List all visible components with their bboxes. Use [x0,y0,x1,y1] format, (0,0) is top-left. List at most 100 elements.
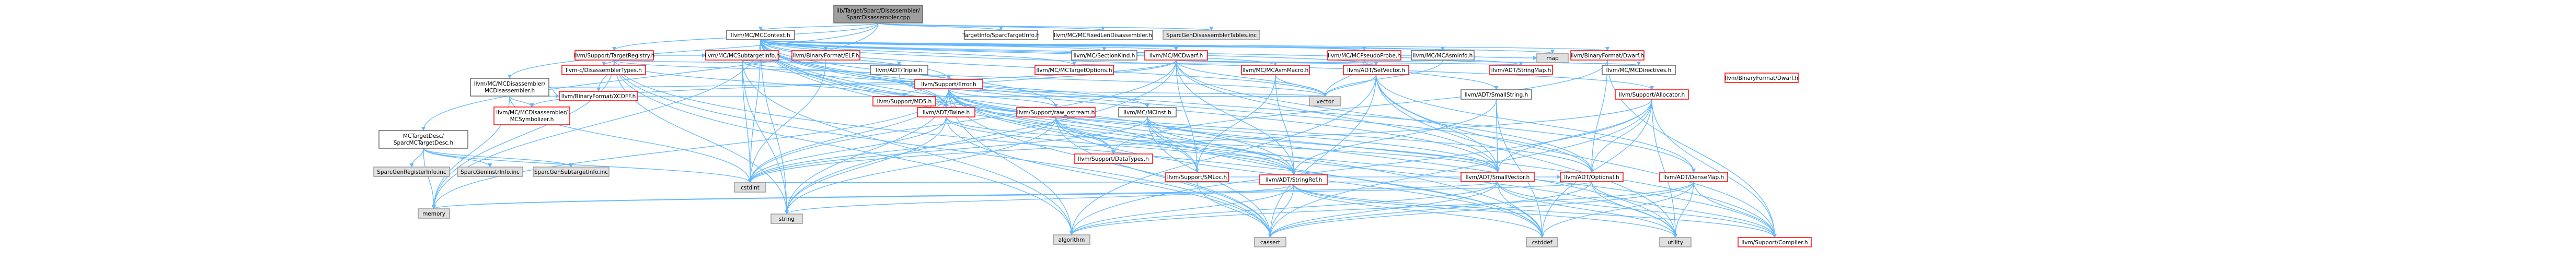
node-box [1309,96,1341,106]
node-adtstringmap[interactable]: llvm/ADT/StringMap.h [1489,65,1553,75]
node-box [870,65,928,75]
node-bindwarf[interactable]: llvm/BinaryFormat/Dwarf.h [1570,50,1644,61]
node-adttriple[interactable]: llvm/ADT/Triple.h [870,65,928,75]
edge-mcdisassembler-to-supporterror [548,82,915,88]
edge-mcdwarf-to-cstdint [748,60,1177,183]
edge-adtsetvector-to-smallvector [1375,74,1500,173]
node-supporterror[interactable]: llvm/Support/Error.h [914,79,983,89]
node-cstdint: cstdint [734,182,766,193]
node-label: llvm/ADT/StringRef.h [1266,177,1322,183]
node-stringref[interactable]: llvm/ADT/StringRef.h [1259,174,1328,185]
node-mcsubtarget[interactable]: llvm/MC/MCSubtargetInfo.h [705,50,780,61]
edge-smallvector-to-cstdint [750,179,1498,183]
node-mcasminfo[interactable]: llvm/MC/MCAsmInfo.h [1411,50,1475,61]
node-mccontext[interactable]: llvm/MC/MCContext.h [726,30,795,40]
node-label: llvm/ADT/Optional.h [1564,174,1619,181]
node-mcdirectives[interactable]: llvm/MC/MCDirectives.h [1602,65,1676,75]
edge-densemap-to-compiler [1693,181,1777,238]
node-label: string [779,216,795,222]
edge-bindwarf-to-datatypes [1111,60,1608,155]
node-optional[interactable]: llvm/ADT/Optional.h [1560,172,1624,182]
node-box [1071,50,1137,61]
node-mcdisassembler[interactable]: llvm/MC/MCDisassembler/MCDisassembler.h [470,78,549,97]
node-mcdwarf[interactable]: llvm/MC/MCDwarf.h [1144,50,1208,61]
node-label: llvm/MC/MCAsmMacro.h [1243,67,1309,74]
node-box [1724,73,1799,83]
node-densemap[interactable]: llvm/ADT/DenseMap.h [1659,172,1728,182]
edge-densemap-to-utility [1673,181,1694,238]
node-supportallocator[interactable]: llvm/Support/Allocator.h [1615,89,1689,100]
node-adtsetvector[interactable]: llvm/ADT/SetVector.h [1343,65,1409,75]
node-supportmd5[interactable]: llvm/Support/MD5.h [872,96,936,106]
node-label: SparcGenInstrInfo.inc [461,169,520,175]
node-label: llvm/MC/MCContext.h [731,32,790,39]
edge-targetregistry-to-supporterror [614,60,951,80]
edge-mcinst-to-smloc [1147,116,1199,173]
node-box [1163,30,1260,40]
node-sectionkind[interactable]: llvm/MC/SectionKind.h [1071,50,1137,61]
node-label: llvm/MC/MCSubtargetInfo.h [705,53,780,59]
edge-mccontext-to-cstdint [748,39,761,183]
edge-optional-to-memory [432,181,1592,209]
node-label: llvm/MC/MCTargetOptions.h [1036,67,1112,74]
node-utility: utility [1659,237,1692,247]
node-box [964,30,1038,40]
edge-layer [409,22,1777,238]
node-binelf[interactable]: llvm/BinaryFormat/ELF.h [791,50,860,61]
node-mcsymbolizer[interactable]: llvm/MC/MCDisassembler/MCSymbolizer.h [493,106,570,125]
edge-targetregistry-to-cstddef [614,60,1544,238]
node-box [1053,30,1153,40]
edge-targetregistry-to-algorithm [614,60,1074,235]
node-targetregistry[interactable]: llvm/Support/TargetRegistry.h [574,50,655,61]
node-root[interactable]: lib/Target/Sparc/Disassembler/SparcDisas… [833,5,923,23]
node-binxcoff[interactable]: llvm/BinaryFormat/XCOFF.h [559,91,638,101]
edge-mccontext-to-densemap [760,39,1696,173]
edge-mccontext-to-map [760,39,1555,54]
edge-targetregistry-to-memory [432,60,615,209]
node-box [470,78,549,97]
edge-supporterror-to-datatypes [948,88,1116,155]
node-rawostream[interactable]: llvm/Support/raw_ostream.h [1016,107,1096,117]
node-adttwine[interactable]: llvm/ADT/Twine.h [917,107,975,117]
node-label: llvm/MC/MCDirectives.h [1606,67,1672,74]
node-label: llvm/ADT/SmallVector.h [1466,174,1530,181]
node-compiler[interactable]: llvm/Support/Compiler.h [1738,237,1812,247]
node-layer: lib/Target/Sparc/Disassembler/SparcDisas… [373,5,1812,247]
edge-supportallocator-to-optional [1590,99,1652,173]
node-smallvector[interactable]: llvm/ADT/SmallVector.h [1460,172,1535,182]
node-map: map [1536,53,1569,63]
node-mctargetopts[interactable]: llvm/MC/MCTargetOptions.h [1034,65,1114,75]
node-box [872,96,936,106]
node-box [1570,50,1644,61]
node-smloc[interactable]: llvm/Support/SMLoc.h [1165,172,1229,182]
node-mctargetdesc[interactable]: MCTargetDesc/SparcMCTargetDesc.h [378,130,468,149]
node-box [559,91,638,101]
node-mcfixedlen[interactable]: llvm/MC/MCFixedLenDisassembler.h [1053,30,1153,40]
node-cdisasmtypes[interactable]: llvm-c/DisassemblerTypes.h [561,65,646,75]
node-label: lib/Target/Sparc/Disassembler/SparcDisas… [836,8,920,21]
node-box [833,5,923,23]
edge-supporterror-to-optional [948,88,1594,173]
node-targetinfo[interactable]: TargetInfo/SparcTargetInfo.h [962,30,1040,40]
edge-smallvector-to-algorithm [1070,181,1498,235]
node-adtsmallstring[interactable]: llvm/ADT/SmallString.h [1460,89,1532,100]
node-label: llvm/MC/MCFixedLenDisassembler.h [1054,32,1152,39]
node-cstddef: cstddef [1526,237,1558,247]
node-box [917,107,975,117]
node-datatypes[interactable]: llvm/Support/DataTypes.h [1074,153,1153,164]
node-label: llvm/BinaryFormat/ELF.h [793,53,859,59]
node-mcpseudoprobe[interactable]: llvm/MC/MCPseudoProbe.h [1327,50,1401,61]
edge-adttriple-to-adttwine [899,74,948,108]
edge-mcdisassembler-to-mcsymbolizer [509,96,534,108]
edge-stringref-to-compiler [1293,184,1777,238]
node-label: llvm/MC/MCPseudoProbe.h [1328,53,1401,59]
node-mcinst[interactable]: llvm/MC/MCInst.h [1118,107,1177,117]
edge-densemap-to-cstddef [1540,181,1694,238]
node-label: llvm/MC/MCDwarf.h [1149,53,1203,59]
node-sparcgenreg: SparcGenRegisterInfo.inc [373,167,450,177]
node-label: llvm/BinaryFormat/Dwarf.h [1571,53,1644,59]
edge-mctargetdesc-to-sparcgenreg [409,148,424,168]
node-mcasmmacro[interactable]: llvm/MC/MCAsmMacro.h [1241,65,1310,75]
node-box [574,50,654,61]
node-binformatdwarf2[interactable]: llvm/BinaryFormat/Dwarf.h [1724,73,1799,83]
